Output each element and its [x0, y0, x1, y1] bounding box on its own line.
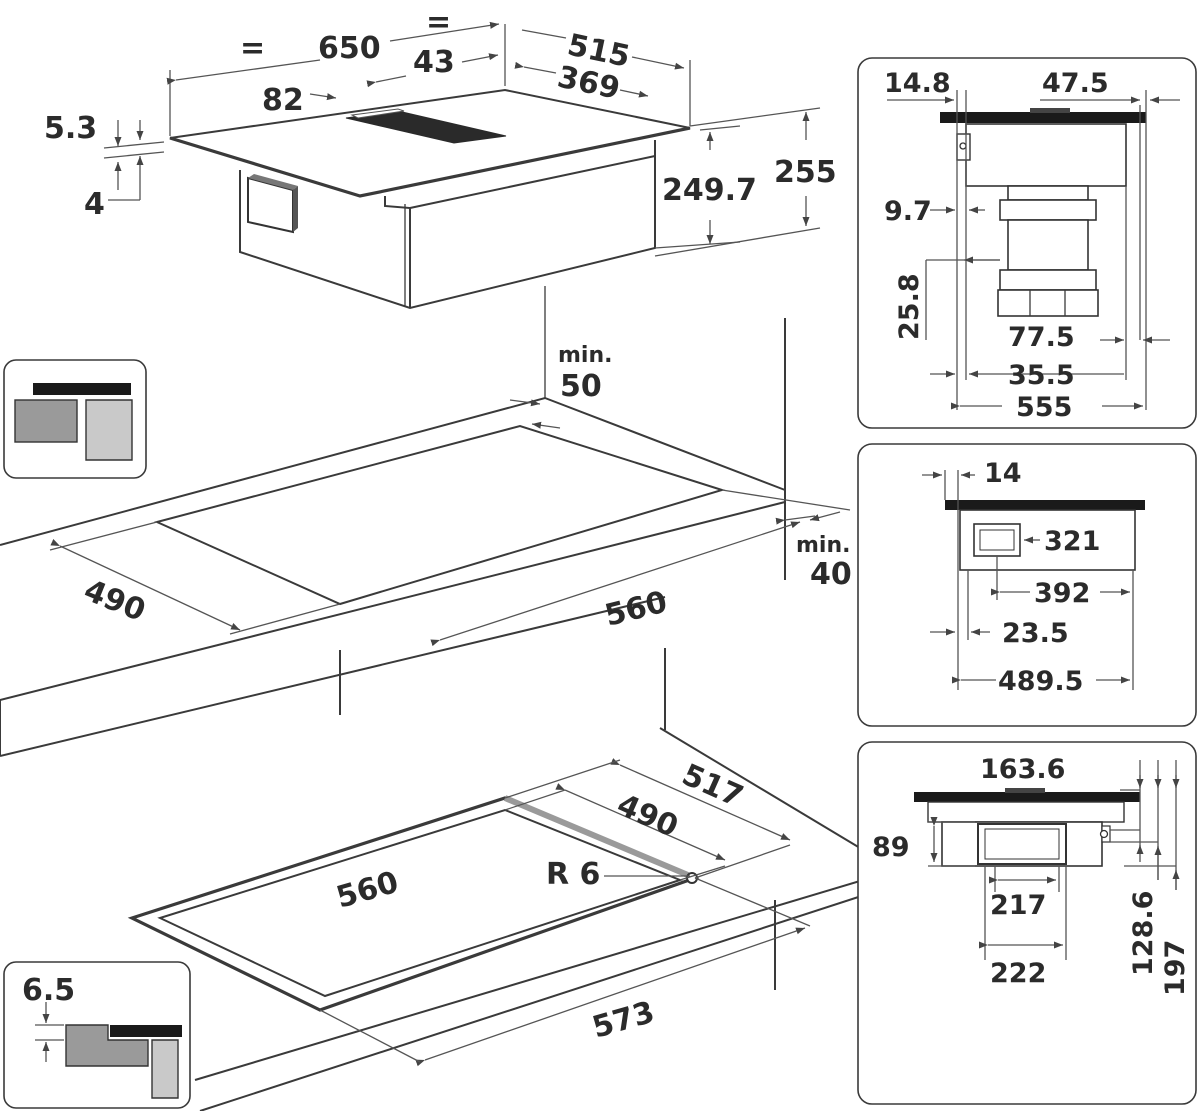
dim-128-6: 128.6 [1128, 891, 1159, 976]
hob-3d-view [169, 88, 691, 398]
dim-560-flush: 560 [333, 865, 403, 916]
dim-r6: R 6 [546, 857, 600, 892]
dim-255: 255 [774, 155, 837, 190]
flush-cutout [127, 727, 881, 1111]
dim-77-5: 77.5 [1008, 322, 1075, 353]
min-side-label: min. [796, 533, 850, 558]
dim-9-7: 9.7 [884, 196, 932, 227]
dim-490-cut: 490 [79, 573, 150, 629]
top-dimensions [103, 21, 821, 257]
dim-163-6: 163.6 [980, 754, 1065, 785]
dim-489-5: 489.5 [998, 666, 1083, 697]
side-view-panel-2 [857, 443, 1197, 727]
min-back-label: min. [558, 343, 612, 368]
min-back-value: 50 [560, 369, 602, 404]
side-view-panel-1 [857, 57, 1197, 429]
dim-249-7: 249.7 [662, 173, 757, 208]
dim-47-5: 47.5 [1042, 68, 1109, 99]
dim-490-flush: 490 [612, 787, 683, 844]
flush-dimensions [319, 758, 811, 1067]
dim-35-5: 35.5 [1008, 360, 1075, 391]
dim-23-5: 23.5 [1002, 618, 1069, 649]
dim-14: 14 [984, 458, 1022, 489]
flush-mount-inset [3, 961, 191, 1109]
side-view-panel-3 [857, 741, 1197, 1105]
worktop-dimensions [49, 399, 851, 647]
dim-5-3: 5.3 [44, 111, 97, 146]
dim-222: 222 [990, 958, 1046, 989]
dim-43: 43 [413, 45, 455, 80]
dim-25-8: 25.8 [894, 273, 925, 340]
dim-197: 197 [1160, 940, 1191, 996]
min-side-value: 40 [810, 557, 852, 592]
dim-650: 650 [318, 31, 381, 66]
dim-89: 89 [872, 832, 910, 863]
dim-560-cut: 560 [601, 585, 670, 634]
dim-555: 555 [1016, 392, 1072, 423]
dim-321: 321 [1044, 526, 1100, 557]
dim-82: 82 [262, 83, 304, 118]
dim-14-8: 14.8 [884, 68, 951, 99]
dim-4: 4 [84, 187, 105, 222]
dim-392: 392 [1034, 578, 1090, 609]
equal-right: = [426, 5, 451, 40]
surface-mount-inset [3, 359, 147, 479]
dim-217: 217 [990, 890, 1046, 921]
dim-6-5: 6.5 [22, 973, 75, 1008]
equal-left: = [240, 31, 265, 66]
dim-573: 573 [589, 995, 659, 1046]
